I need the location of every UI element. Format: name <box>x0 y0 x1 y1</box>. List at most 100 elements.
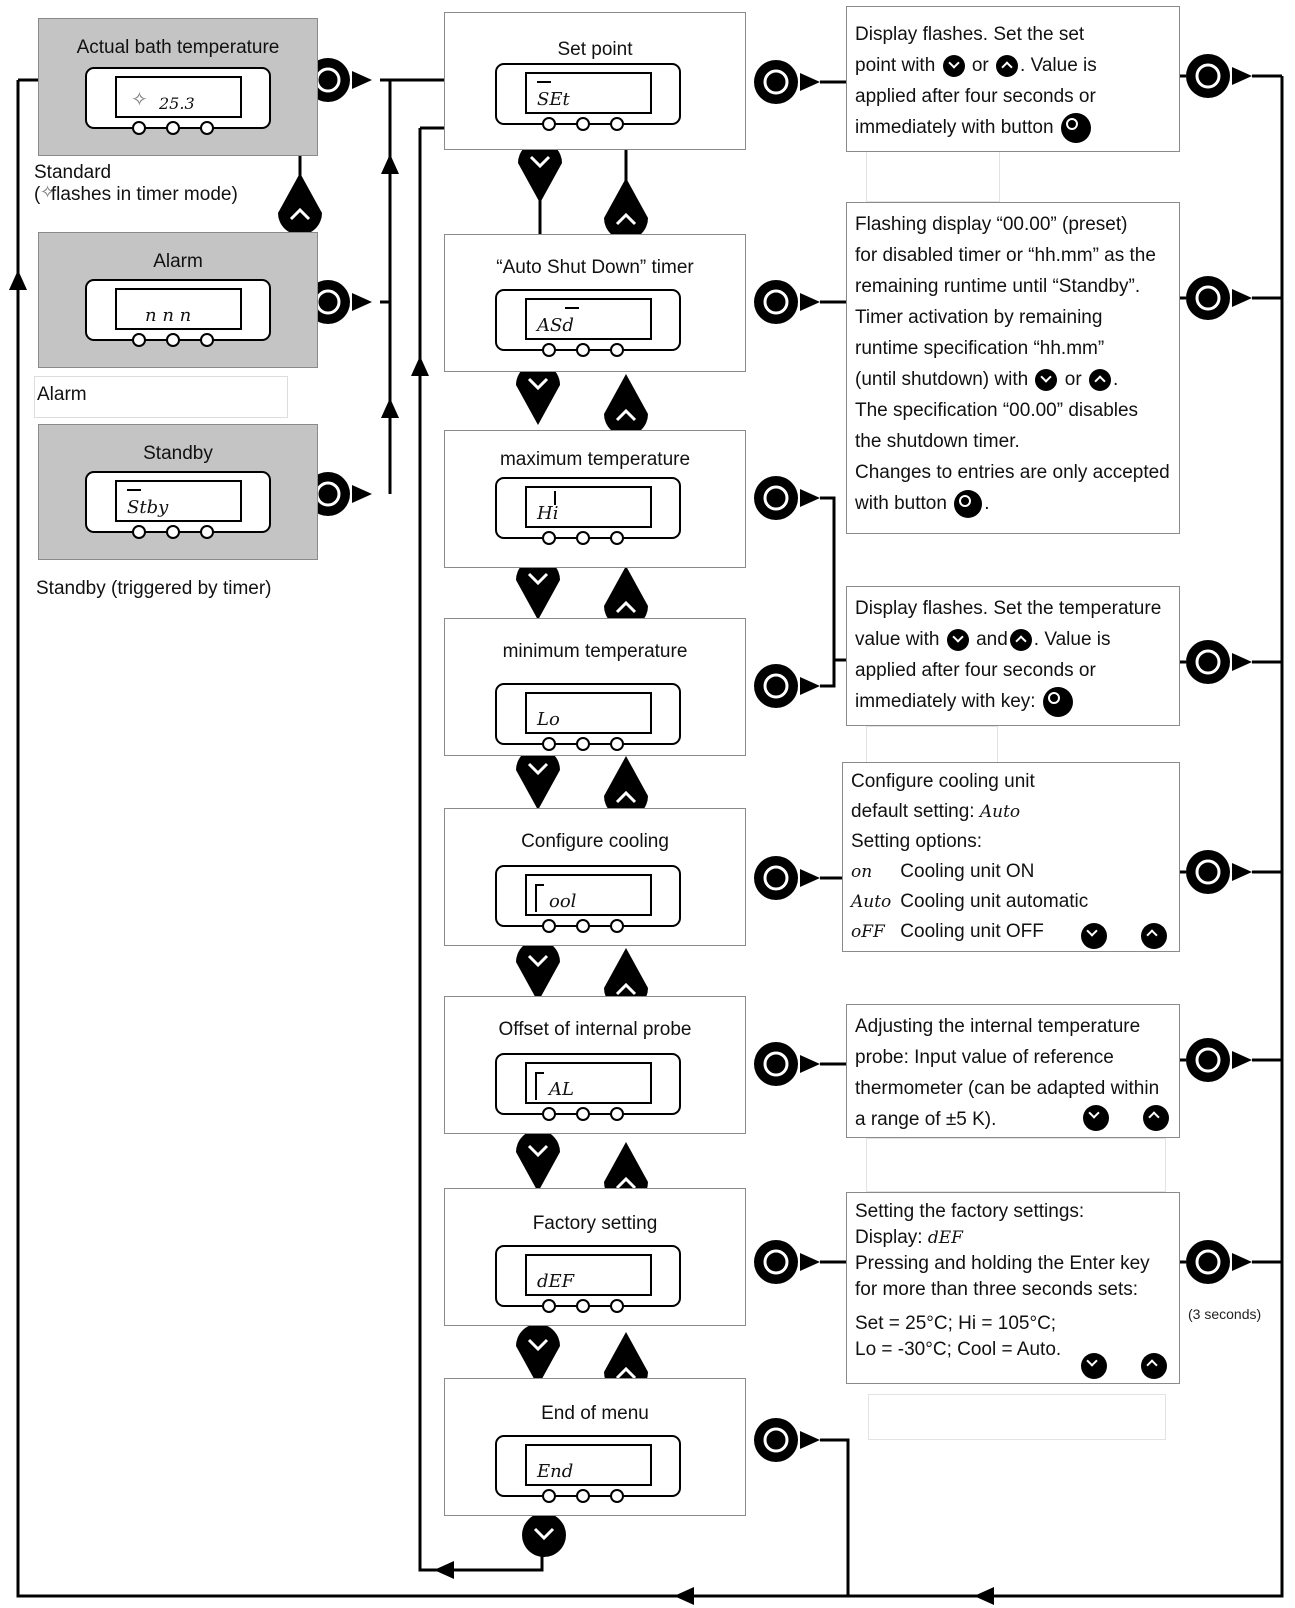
down-button-icon <box>518 141 562 203</box>
up-button-icon <box>1141 1353 1167 1379</box>
chevron-up-icon <box>289 207 311 221</box>
display-device: SEt <box>495 63 681 131</box>
up-button-icon <box>604 178 648 240</box>
up-button-icon <box>604 374 648 436</box>
lcd-display: SEt <box>525 72 652 114</box>
arrow-right-icon <box>800 293 820 311</box>
ok-button-icon <box>1042 686 1073 717</box>
note-text: runtime specification “hh.mm” <box>855 338 1105 359</box>
menu-screen-set-point: Set point SEt <box>444 12 746 150</box>
note-text: applied after four seconds or <box>855 86 1096 107</box>
note-text: Display flashes. Set the set <box>855 24 1085 45</box>
device-button <box>576 1107 590 1121</box>
note-text: Lo = -30°C; Cool = Auto. <box>855 1339 1062 1360</box>
ok-button-icon <box>754 1240 798 1284</box>
lcd-text: Hi <box>537 503 559 524</box>
lcd-segment <box>127 489 141 491</box>
menu-screen-maximum-temperature: maximum temperature Hi <box>444 430 746 568</box>
ok-button-ring <box>763 69 789 95</box>
lcd-segment <box>537 81 551 83</box>
note-text: or <box>971 55 989 76</box>
ok-button-icon <box>1186 640 1230 684</box>
down-button-icon <box>522 1513 566 1557</box>
arrow-right-icon <box>1232 653 1252 671</box>
arrow-right-icon <box>1232 1051 1252 1069</box>
device-button <box>542 531 556 545</box>
chevron-up-icon <box>615 212 637 226</box>
screen-title: Set point <box>557 39 633 60</box>
device-button <box>542 1489 556 1503</box>
ok-button-ring <box>1195 1249 1221 1275</box>
lcd-text: ASd <box>537 315 574 336</box>
flash-star-icon: ✧ <box>131 89 148 111</box>
arrow-right-icon <box>1232 289 1252 307</box>
ok-button-icon <box>1186 1038 1230 1082</box>
note-text: Configure cooling unit <box>851 771 1035 792</box>
arrow-right-icon <box>800 1431 820 1449</box>
note-configure-cooling: Configure cooling unit default setting: … <box>842 762 1180 952</box>
note-text: Setting the factory settings: <box>855 1201 1085 1222</box>
display-device: AL <box>495 1053 681 1121</box>
lcd-text: AL <box>549 1079 574 1100</box>
note-temperature-limits: Display flashes. Set the temperature val… <box>846 586 1180 726</box>
lcd-display: End <box>525 1444 652 1486</box>
device-button <box>200 333 214 347</box>
note-text: Set = 25°C; Hi = 105°C; <box>855 1313 1057 1334</box>
option-label: Cooling unit automatic <box>900 891 1089 912</box>
option-label: Cooling unit OFF <box>900 921 1044 942</box>
device-buttons <box>542 117 642 131</box>
ok-button-ring <box>1195 285 1221 311</box>
arrow-right-icon <box>800 677 820 695</box>
up-button-icon <box>604 756 648 818</box>
display-device: End <box>495 1435 681 1503</box>
chevron-down-icon <box>527 762 549 776</box>
option-label: Cooling unit ON <box>900 861 1035 882</box>
ok-button-icon <box>754 856 798 900</box>
display-device: Hi <box>495 477 681 545</box>
lcd-display: Hi <box>525 486 652 528</box>
display-device: ool <box>495 865 681 933</box>
chevron-up-icon <box>615 1176 637 1190</box>
down-button-icon <box>516 940 560 1002</box>
lcd-display: AL <box>525 1062 652 1104</box>
ok-button-icon <box>1186 54 1230 98</box>
lcd-text: Lo <box>537 709 560 730</box>
up-button-icon <box>278 173 322 235</box>
note-text: . Value is <box>1033 629 1111 650</box>
menu-screen-minimum-temperature: minimum temperature Lo <box>444 618 746 756</box>
device-buttons <box>132 525 232 539</box>
chevron-down-icon <box>527 1338 549 1352</box>
note-text: with button <box>855 493 947 514</box>
down-button-icon <box>516 748 560 810</box>
note-text: Display flashes. Set the temperature <box>855 598 1162 619</box>
caption-timer-mode: ( flashes in timer mode) <box>34 184 238 205</box>
lcd-segment <box>565 307 579 309</box>
note-factory-setting: Setting the factory settings: Display: d… <box>846 1192 1180 1384</box>
arrow-right-icon <box>800 1253 820 1271</box>
arrow-left-icon <box>434 1561 454 1579</box>
arrow-right-icon <box>352 71 372 89</box>
note-text: or <box>1064 369 1082 390</box>
note-text: immediately with key: <box>855 691 1036 712</box>
arrow-up-icon <box>411 356 429 376</box>
arrow-right-icon <box>1232 1253 1252 1271</box>
arrow-right-icon <box>800 869 820 887</box>
arrow-up-icon <box>381 398 399 418</box>
arrow-right-icon <box>800 489 820 507</box>
ok-button-icon <box>954 489 983 518</box>
ok-button-ring <box>763 289 789 315</box>
display-value: dEF <box>927 1228 963 1248</box>
ok-button-icon <box>754 664 798 708</box>
chevron-down-icon <box>527 954 549 968</box>
menu-screen-configure-cooling: Configure cooling ool <box>444 808 746 946</box>
device-button <box>166 121 180 135</box>
chevron-down-icon <box>529 155 551 169</box>
ok-button-ring <box>1195 649 1221 675</box>
chevron-up-icon <box>615 408 637 422</box>
arrow-right-icon <box>800 1055 820 1073</box>
down-button-icon <box>1035 368 1058 391</box>
device-button <box>610 1107 624 1121</box>
note-text: for more than three seconds sets: <box>855 1279 1139 1300</box>
caption-alarm: Alarm <box>34 376 288 418</box>
lcd-text: SEt <box>537 89 570 110</box>
